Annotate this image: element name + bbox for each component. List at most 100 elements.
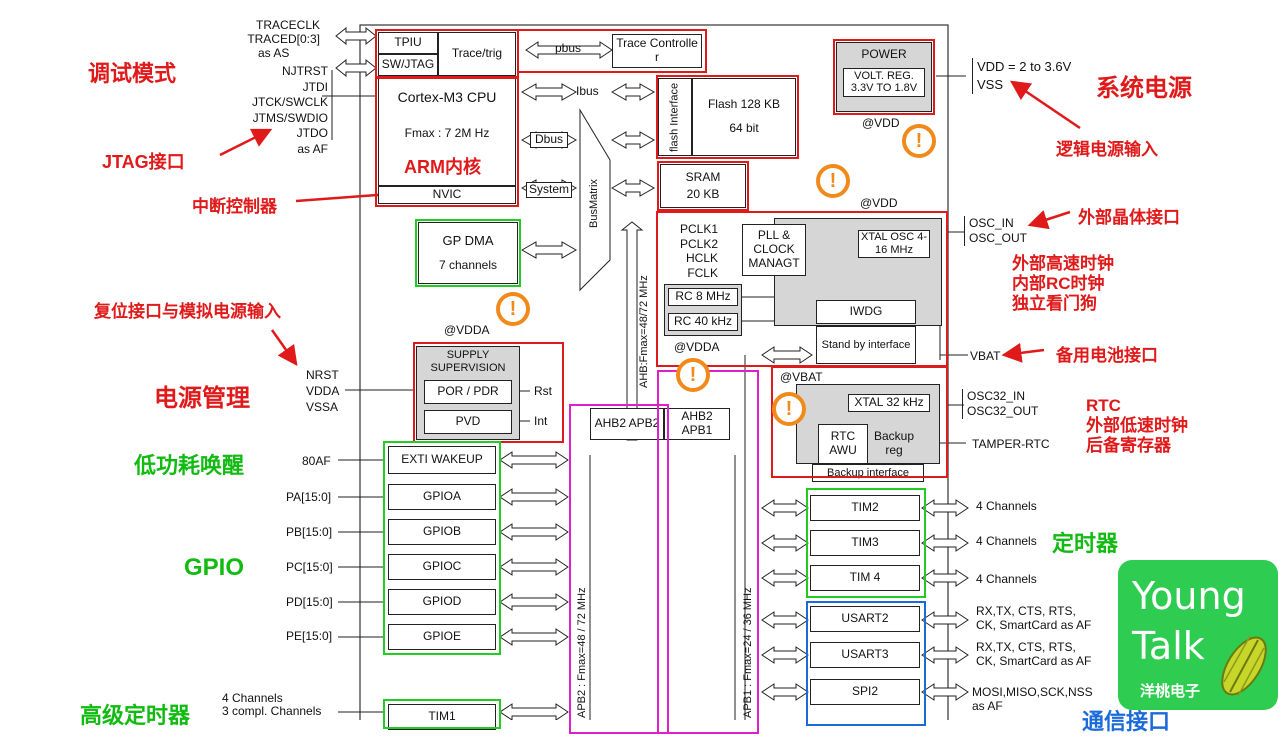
annotation-power-management: 电源管理 bbox=[154, 385, 250, 412]
gpiod-block: GPIOD bbox=[388, 589, 496, 615]
warning-icon: ! bbox=[816, 164, 850, 198]
signal-pe: PE[15:0] bbox=[286, 629, 333, 643]
annotation-clock-features: 外部高速时钟 内部RC时钟 独立看门狗 bbox=[1012, 254, 1114, 314]
volt-reg-block: VOLT. REG. 3.3V TO 1.8V bbox=[843, 67, 925, 98]
tpiu-block: TPIU bbox=[378, 32, 438, 54]
annotation-iwdg: 独立看门狗 bbox=[1012, 294, 1097, 313]
starfruit-icon bbox=[1221, 635, 1267, 697]
pbus-label: pbus bbox=[554, 41, 582, 56]
pvd-block: PVD bbox=[424, 410, 512, 434]
signal-vssa: VSSA bbox=[306, 400, 339, 414]
hclk-label: HCLK bbox=[685, 251, 718, 265]
highlight-timers bbox=[806, 488, 926, 598]
flash-width: 64 bit bbox=[729, 121, 759, 135]
annotation-reset-analog: 复位接口与模拟电源输入 bbox=[94, 302, 281, 321]
logo-line1: Young bbox=[1132, 574, 1246, 618]
spi2-signals: MOSI,MISO,SCK,NSS as AF bbox=[972, 685, 1093, 713]
usart3-signals: RX,TX, CTS, RTS, CK, SmartCard as AF bbox=[976, 640, 1091, 668]
signal-nrst: NRST bbox=[306, 368, 339, 382]
signal-njtrst: NJTRST bbox=[282, 64, 328, 78]
signal-tim1-channels: 4 Channels bbox=[222, 691, 283, 705]
pll-block: PLL & CLOCK MANAGT bbox=[742, 224, 806, 276]
logo-line2: Talk bbox=[1132, 624, 1205, 668]
signal-vss: VSS bbox=[977, 77, 1004, 92]
highlight-clock bbox=[656, 211, 948, 367]
tim2-block: TIM2 bbox=[810, 495, 920, 521]
power-block: POWER VOLT. REG. 3.3V TO 1.8V bbox=[836, 42, 932, 112]
standby-block: Stand by interface bbox=[816, 326, 916, 364]
rc-40khz-block: RC 40 kHz bbox=[668, 313, 738, 331]
busmatrix-label: BusMatrix bbox=[588, 179, 600, 228]
highlight-rtc bbox=[771, 366, 948, 478]
at-vdda-supply: @VDDA bbox=[444, 323, 490, 337]
signal-tim1-compl: 3 compl. Channels bbox=[222, 704, 322, 718]
at-vdd-power: @VDD bbox=[862, 116, 900, 130]
spi2-block: SPI2 bbox=[810, 679, 920, 705]
sram-block: SRAM 20 KB bbox=[660, 164, 746, 208]
sram-size: 20 KB bbox=[686, 186, 720, 201]
tim3-block: TIM3 bbox=[810, 530, 920, 556]
signal-osc-out: OSC_OUT bbox=[969, 231, 1028, 245]
signal-traceclk: TRACECLK bbox=[255, 18, 320, 32]
signal-pd: PD[15:0] bbox=[286, 595, 333, 609]
tim1-signals: 4 Channels 3 compl. Channels bbox=[222, 692, 321, 718]
reset-signals: NRST VDDA VSSA bbox=[306, 367, 339, 415]
at-vbat: @VBAT bbox=[780, 370, 823, 384]
annotation-low-power-wakeup: 低功耗唤醒 bbox=[134, 453, 245, 478]
dma-name: GP DMA bbox=[442, 232, 494, 248]
usart3-block: USART3 bbox=[810, 642, 920, 668]
cpu-fmax: Fmax : 7 2M Hz bbox=[404, 126, 490, 141]
int-label: Int bbox=[534, 414, 548, 428]
dbus-label: Dbus bbox=[530, 132, 568, 148]
warning-icon: ! bbox=[772, 392, 806, 426]
annotation-backup-reg: 后备寄存器 bbox=[1086, 436, 1171, 455]
trace-signals: TRACECLK TRACED[0:3] as AS bbox=[236, 18, 320, 60]
rc-8mhz-block: RC 8 MHz bbox=[668, 288, 738, 306]
fclk-label: FCLK bbox=[687, 265, 718, 280]
ahb-bus-label: AHB:Fmax=48/72 MHz bbox=[638, 275, 650, 388]
warning-icon: ! bbox=[676, 358, 710, 392]
signal-usart2-line1: RX,TX, CTS, RTS, bbox=[976, 604, 1076, 618]
annotation-internal-rc: 内部RC时钟 bbox=[1012, 274, 1105, 293]
signal-spi2-line2: as AF bbox=[972, 699, 1003, 713]
logo-brand: 洋桃电子 bbox=[1140, 683, 1201, 700]
highlight-comm bbox=[806, 601, 926, 726]
annotation-external-crystal: 外部晶体接口 bbox=[1078, 208, 1180, 227]
annotation-gpio: GPIO bbox=[184, 554, 245, 581]
signal-jtdo: JTDO bbox=[296, 126, 328, 140]
jtag-signals: NJTRST JTDI JTCK/SWCLK JTMS/SWDIO JTDO a… bbox=[236, 64, 328, 157]
highlight-cpu bbox=[375, 76, 519, 207]
signal-tim3-channels: 4 Channels bbox=[976, 534, 1037, 548]
highlight-supply bbox=[413, 342, 564, 443]
backup-reg-block: Backup reg bbox=[873, 429, 915, 457]
ibus-label: Ibus bbox=[576, 84, 599, 98]
cpu-block: Cortex-M3 CPU Fmax : 7 2M Hz bbox=[378, 76, 516, 186]
supply-supervision-title: SUPPLY SUPERVISION bbox=[430, 349, 506, 374]
at-vdda-rc: @VDDA bbox=[674, 340, 720, 354]
ahb2apb2-block: AHB2 APB2 bbox=[590, 408, 664, 440]
signal-pb: PB[15:0] bbox=[286, 525, 333, 539]
annotation-interrupt-controller: 中断控制器 bbox=[192, 197, 277, 216]
signal-wakeup-pin: 80AF bbox=[302, 454, 331, 468]
osc-signals: OSC_IN OSC_OUT bbox=[964, 216, 1027, 246]
gp-dma-block: GP DMA 7 channels bbox=[418, 222, 518, 284]
signal-spi2-line1: MOSI,MISO,SCK,NSS bbox=[972, 685, 1093, 699]
annotation-hse: 外部高速时钟 bbox=[1012, 254, 1114, 273]
highlight-dma bbox=[415, 219, 521, 287]
highlight-trace bbox=[517, 29, 707, 73]
signal-tim4-channels: 4 Channels bbox=[976, 572, 1037, 586]
annotation-lse: 外部低速时钟 bbox=[1086, 416, 1188, 435]
warning-icon: ! bbox=[496, 292, 530, 326]
annotation-system-power: 系统电源 bbox=[1096, 75, 1192, 102]
annotation-debug-mode: 调试模式 bbox=[88, 61, 177, 86]
highlight-sram bbox=[657, 161, 749, 211]
signal-tim2-channels: 4 Channels bbox=[976, 499, 1037, 513]
highlight-debug bbox=[375, 29, 519, 79]
trace-controller-block: Trace Controlle r bbox=[612, 34, 702, 68]
signal-traced: TRACED[0:3] bbox=[247, 32, 320, 46]
vdd-signals: VDD = 2 to 3.6V VSS bbox=[972, 58, 1071, 94]
signal-vdda: VDDA bbox=[306, 384, 340, 398]
annotation-arm-core: ARM内核 bbox=[404, 157, 481, 177]
xtal-osc-block: XTAL OSC 4-16 MHz bbox=[858, 230, 930, 258]
cpu-name: Cortex-M3 CPU bbox=[397, 89, 497, 105]
